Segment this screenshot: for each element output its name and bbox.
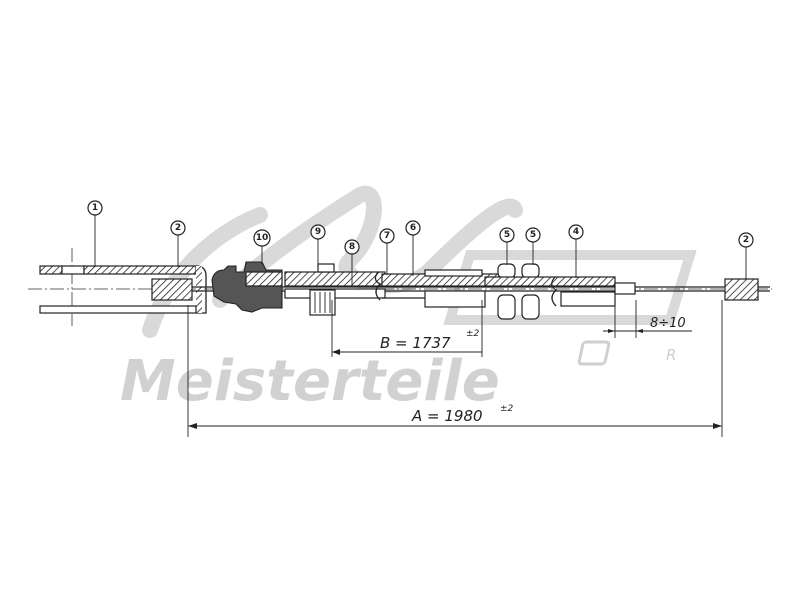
dimension-a-value: A = 1980 <box>411 407 483 425</box>
dimension-b-value: B = 1737 <box>380 334 451 352</box>
callout-5a: 5 <box>499 227 515 265</box>
part-4-end <box>614 282 636 295</box>
dimension-b: B = 1737 ±2 <box>331 300 483 357</box>
part-2-right-fitting <box>724 278 759 301</box>
watermark-registered: R <box>666 346 676 364</box>
callout-7: 7 <box>379 228 395 275</box>
part-9-tab <box>317 263 335 273</box>
svg-text:4: 4 <box>573 227 579 237</box>
part-5-nut-b-top <box>521 263 540 279</box>
dimension-gap: 8÷10 <box>603 300 692 338</box>
svg-text:10: 10 <box>256 233 269 243</box>
callout-9: 9 <box>310 224 326 265</box>
part-5-nut-b-bottom <box>521 294 540 320</box>
part-8-sleeve <box>284 271 386 287</box>
svg-text:7: 7 <box>384 231 390 241</box>
watermark: Meisterteile R <box>120 185 697 414</box>
svg-text:6: 6 <box>410 223 416 233</box>
callout-10: 10 <box>253 229 271 264</box>
part-1-bracket <box>39 265 207 314</box>
break-line-1 <box>374 271 382 301</box>
part-5-nut-a-bottom <box>497 294 516 320</box>
svg-text:1: 1 <box>92 203 98 213</box>
callout-6: 6 <box>405 220 421 276</box>
callout-1: 1 <box>87 200 103 267</box>
watermark-registered-box <box>577 340 611 366</box>
svg-text:2: 2 <box>175 223 181 233</box>
part-2-left-fitting <box>151 278 193 301</box>
svg-text:5: 5 <box>504 230 510 240</box>
part-4-adjuster <box>484 276 616 287</box>
svg-text:8: 8 <box>349 242 355 252</box>
callouts: 1 2 10 9 8 7 6 5 5 4 2 <box>87 200 754 287</box>
callout-5b: 5 <box>525 227 541 265</box>
svg-text:5: 5 <box>530 230 536 240</box>
callout-8: 8 <box>344 239 360 287</box>
callout-2-left: 2 <box>170 220 186 267</box>
svg-text:9: 9 <box>315 227 321 237</box>
break-line-2 <box>551 276 558 307</box>
dimension-gap-value: 8÷10 <box>650 316 686 331</box>
part-7-ferrule <box>424 269 483 277</box>
part-lower-fitting <box>424 290 486 308</box>
part-5-nut-a-top <box>497 263 516 279</box>
callout-2-right: 2 <box>738 232 754 280</box>
dimension-a: A = 1980 ±2 <box>187 300 723 437</box>
svg-text:2: 2 <box>743 235 749 245</box>
callout-4: 4 <box>568 224 584 278</box>
part-4-lower <box>560 291 616 307</box>
dimension-a-tolerance: ±2 <box>500 404 514 414</box>
dimension-b-tolerance: ±2 <box>466 329 480 339</box>
part-10-boot <box>211 261 283 313</box>
part-9-nut <box>309 289 336 316</box>
watermark-brand: Meisterteile <box>120 349 500 414</box>
